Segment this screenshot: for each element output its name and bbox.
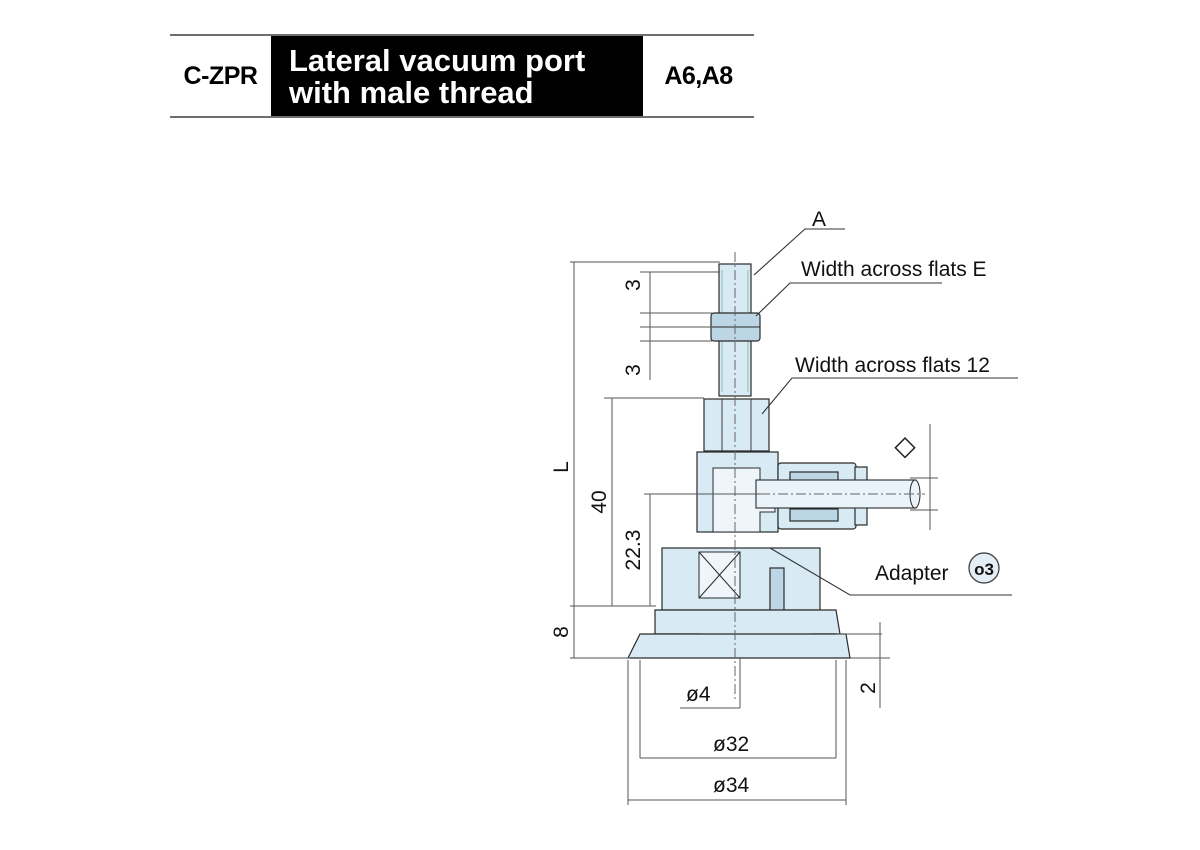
leader-flats-12 [761,377,1018,415]
dim-thread-upper: 3 [622,279,645,291]
adapter-badge-text: o3 [974,560,994,579]
dim-40: 40 [588,490,611,513]
applicable-sizes: A6,A8 [664,61,733,90]
thread-label: A [812,208,826,231]
dim-2: 2 [857,682,880,694]
product-title: Lateral vacuum port with male thread [271,36,643,116]
dim-l: L [550,461,573,473]
fitting-collet-bottom [789,508,839,522]
dimension-lines [570,261,938,805]
header-bottom-rule [170,116,754,118]
series-code: C-ZPR [183,61,258,90]
leader-lines [753,228,1018,596]
pad-assembly [627,252,925,700]
adapter-badge [968,552,1000,584]
leader-adapter [769,547,1012,596]
flats-e-label: Width across flats E [801,258,987,281]
hex-body [703,398,770,452]
drawing-labels: A Width across flats E Width across flat… [550,208,1000,797]
adapter-label: Adapter [875,562,949,585]
suction-pad [627,633,851,659]
leader-thread [753,228,845,276]
dim-dia-32: ø32 [713,733,749,756]
title-line-1: Lateral vacuum port [289,43,586,78]
header-top-rule [170,34,754,36]
title-line-2: with male thread [289,75,534,110]
dim-8: 8 [550,626,573,638]
port-size-symbol: ◇ [894,429,916,462]
flats-12-label: Width across flats 12 [795,354,990,377]
dim-thread-lower: 3 [622,364,645,376]
leader-flats-e [755,282,942,317]
dim-22-3: 22.3 [622,530,645,571]
adapter-block [661,547,821,611]
dim-dia-34: ø34 [713,774,750,797]
dim-dia-4: ø4 [686,683,711,706]
title-header: C-ZPR Lateral vacuum port with male thre… [170,34,754,119]
